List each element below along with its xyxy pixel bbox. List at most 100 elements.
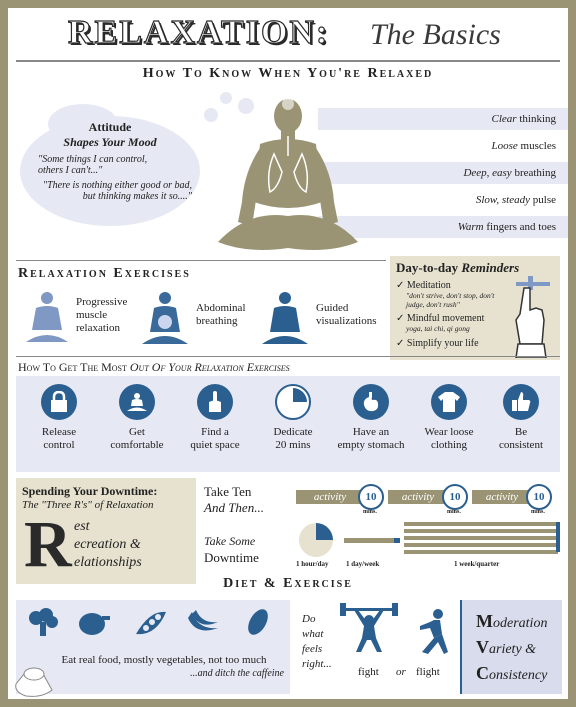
attitude-quote: "There is nothing either good or bad, bu… bbox=[42, 180, 192, 202]
big-r-letter: R bbox=[24, 508, 72, 581]
week-quarter-marker bbox=[556, 522, 560, 552]
tips-heading: How To Get The Most Out Of Your Relaxati… bbox=[18, 360, 290, 374]
symptom-row: Loose muscles bbox=[491, 140, 556, 152]
corn-icon bbox=[248, 609, 268, 635]
spilled-coffee-cup-icon bbox=[15, 667, 53, 697]
mvc-line: Moderation bbox=[476, 611, 548, 631]
shirt-icon bbox=[431, 384, 467, 420]
hand-string-icon bbox=[515, 276, 550, 358]
mvc-line: Consistency bbox=[476, 663, 548, 683]
timescale-label: 1 hour/day bbox=[296, 560, 329, 568]
section-divider bbox=[16, 260, 386, 261]
page-title: RELAXATION: bbox=[67, 13, 330, 51]
title-divider bbox=[16, 60, 560, 62]
attitude-text: Attitude Shapes Your Mood "Some things I… bbox=[22, 120, 198, 202]
symptom-row: Warm fingers and toes bbox=[318, 216, 568, 238]
reminder-item: ✓ Mindful movement bbox=[396, 313, 485, 324]
diet-heading: Diet & Exercise bbox=[223, 576, 353, 591]
day-week-bar bbox=[344, 538, 394, 543]
mins-label: mins. bbox=[531, 509, 545, 515]
day-week-marker bbox=[394, 538, 400, 543]
meditating-figure-icon bbox=[119, 384, 155, 420]
clock-quarter-icon bbox=[275, 384, 311, 420]
chicken-icon bbox=[79, 613, 110, 635]
section-divider bbox=[16, 356, 560, 357]
exercise-label: Abdominal breathing bbox=[196, 302, 246, 327]
take-ten-text: Take Ten bbox=[204, 484, 252, 499]
symptom-row: Slow, steady pulse bbox=[475, 194, 556, 206]
or-label: or bbox=[396, 666, 406, 678]
exercise-label: Progressive muscle relaxation bbox=[76, 296, 128, 334]
diet-line: Eat real food, mostly vegetables, not to… bbox=[61, 654, 267, 666]
know-heading: How To Know When You're Relaxed bbox=[142, 66, 434, 81]
ten-minutes-badge: 10 bbox=[526, 484, 552, 510]
mvc-line: Variety & bbox=[476, 637, 537, 657]
thought-cloud-puff bbox=[48, 104, 118, 144]
thought-bubble bbox=[238, 98, 254, 114]
lock-icon bbox=[41, 384, 77, 420]
downtime-word: Downtime bbox=[204, 550, 259, 565]
reminder-item: ✓ Simplify your life bbox=[396, 338, 479, 349]
reminder-item: ✓ Meditation bbox=[396, 280, 451, 291]
do-what-feels-right: Do what feels right... bbox=[302, 613, 332, 670]
downtime-subtitle: The "Three R's" of Relaxation bbox=[22, 499, 154, 511]
weightlifter-icon bbox=[340, 603, 398, 652]
attitude-title: Attitude bbox=[88, 120, 132, 134]
broccoli-icon bbox=[29, 608, 58, 636]
reminders-title: Day-to-day Reminders bbox=[396, 260, 520, 275]
diet-line: ...and ditch the caffeine bbox=[190, 668, 284, 679]
meditating-figure-icon bbox=[218, 98, 358, 250]
exercise-figure-icon bbox=[26, 292, 68, 342]
page-subtitle: The Basics bbox=[370, 18, 501, 51]
finger-to-lips-icon bbox=[197, 384, 233, 420]
timescale-label: 1 week/quarter bbox=[454, 560, 500, 568]
activity-bar: activity bbox=[472, 490, 532, 504]
reminder-note: yoga, tai chi, qi gong bbox=[406, 324, 470, 333]
exercises-heading: Relaxation Exercises bbox=[18, 266, 191, 281]
exercise-label: Guided visualizations bbox=[316, 302, 377, 327]
ten-minutes-badge: 10 bbox=[358, 484, 384, 510]
mins-label: mins. bbox=[363, 509, 377, 515]
hour-pie-chart bbox=[299, 523, 333, 557]
exercise-figure-icon bbox=[262, 292, 308, 344]
fight-label: fight bbox=[358, 666, 379, 678]
reminders-box: Day-to-day Reminders ✓ Meditation "don't… bbox=[390, 256, 560, 360]
take-some-text: Take Some bbox=[204, 534, 256, 548]
symptom-row: Clear thinking bbox=[318, 108, 568, 130]
three-rs-box: Spending Your Downtime: The "Three R's" … bbox=[16, 478, 196, 584]
thought-bubble bbox=[204, 108, 218, 122]
ten-minutes-badge: 10 bbox=[442, 484, 468, 510]
peapod-icon bbox=[136, 611, 166, 635]
exercise-figure-icon bbox=[142, 292, 188, 344]
reminders-list: ✓ Meditation "don't strive, don't stop, … bbox=[396, 280, 504, 349]
runner-icon bbox=[420, 609, 448, 654]
downtime-title: Spending Your Downtime: bbox=[22, 484, 158, 498]
thumbs-up-icon bbox=[503, 384, 539, 420]
attitude-subtitle: Shapes Your Mood bbox=[63, 135, 157, 149]
mvc-box: Moderation Variety & Consistency bbox=[460, 600, 562, 694]
bananas-icon bbox=[188, 610, 218, 631]
mins-label: mins. bbox=[447, 509, 461, 515]
timescale-label: 1 day/week bbox=[346, 560, 380, 568]
and-then-text: And Then... bbox=[204, 500, 264, 515]
stomach-icon bbox=[353, 384, 389, 420]
week-quarter-stripes bbox=[404, 522, 558, 554]
thought-bubble bbox=[220, 92, 232, 104]
three-rs-words: est ecreation & elationships bbox=[74, 519, 142, 570]
attitude-quote: "Some things I can control, others I can… bbox=[38, 154, 148, 176]
activity-bar: activity bbox=[296, 490, 364, 504]
reminder-note: "don't strive, don't stop, don't judge, … bbox=[406, 291, 495, 309]
